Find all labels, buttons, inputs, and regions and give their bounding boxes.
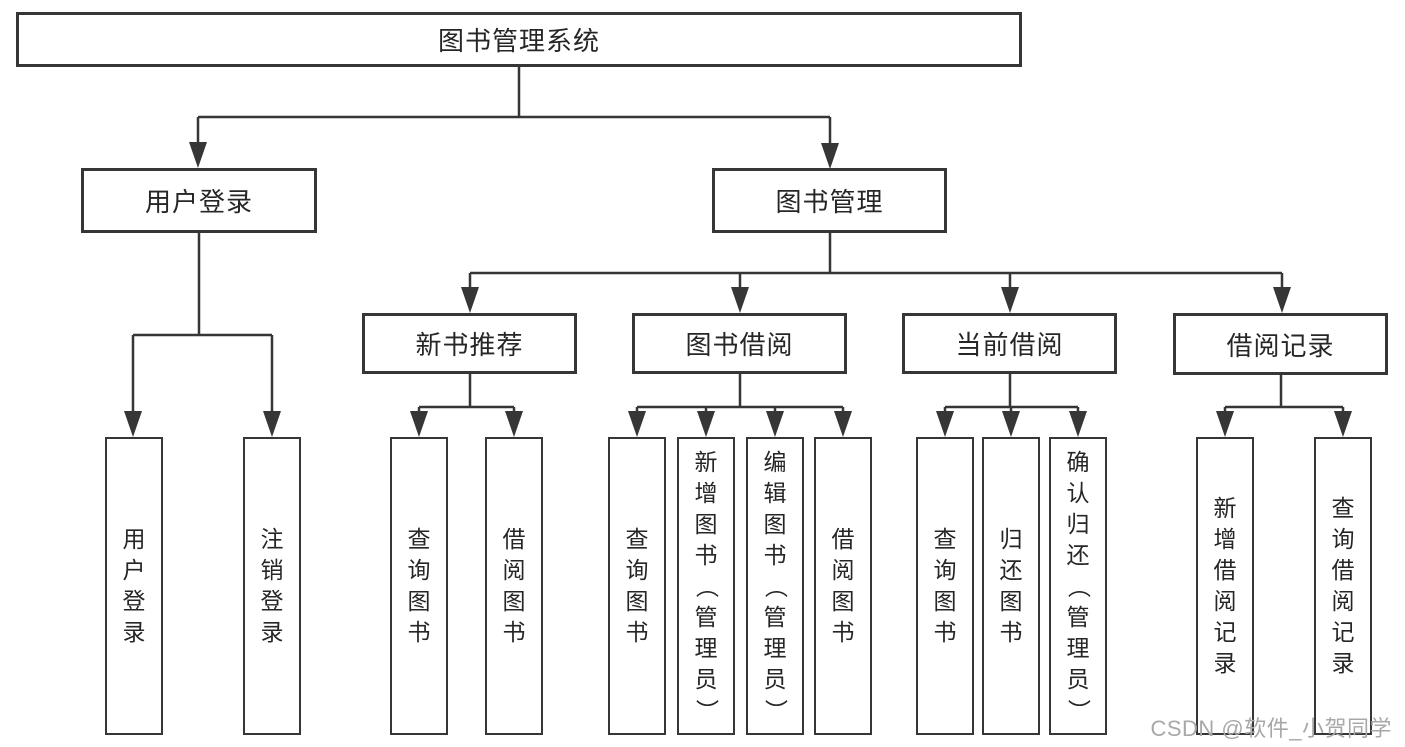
arrowhead [124, 411, 142, 437]
arrowhead [1002, 411, 1020, 437]
node-nbr-borrow-books-label: 借阅图书 [502, 526, 526, 645]
node-new-book-recommend: 新书推荐 [362, 313, 577, 374]
connector-book-mgmt-branch [468, 233, 1284, 288]
node-bb-borrow-books-label: 借阅图书 [831, 526, 855, 645]
node-logout-label: 注销登录 [260, 526, 284, 645]
connector-borrow-record-branch [1223, 374, 1345, 412]
node-cb-query-books: 查询图书 [916, 437, 974, 735]
node-login: 用户登录 [105, 437, 163, 735]
connector-book-borrow-branch [635, 374, 845, 412]
arrowhead [834, 411, 852, 437]
arrowhead [1001, 287, 1019, 313]
arrowheads [124, 142, 1352, 437]
connector-new-book-branch [417, 374, 516, 412]
arrowhead [628, 411, 646, 437]
node-book-borrow-label: 图书借阅 [685, 330, 794, 360]
node-root: 图书管理系统 [16, 12, 1022, 67]
node-nbr-borrow-books: 借阅图书 [485, 437, 543, 735]
node-current-borrow-label: 当前借阅 [955, 330, 1064, 360]
arrowhead [505, 411, 523, 437]
connector-current-borrow-branch [943, 374, 1080, 412]
node-current-borrow: 当前借阅 [902, 313, 1117, 374]
node-nbr-query-books: 查询图书 [390, 437, 448, 735]
connector-user-login-branch [131, 233, 274, 412]
node-cb-return-books-label: 归还图书 [999, 526, 1023, 645]
arrowhead [1334, 411, 1352, 437]
arrowhead [936, 411, 954, 437]
node-book-borrow: 图书借阅 [632, 313, 847, 374]
node-user-login-label: 用户登录 [144, 187, 253, 217]
node-user-login: 用户登录 [81, 168, 317, 233]
node-br-query-record-label: 查询借阅记录 [1331, 495, 1355, 676]
node-bb-query-books-label: 查询图书 [625, 526, 649, 645]
arrowhead [1069, 411, 1087, 437]
arrowhead [697, 411, 715, 437]
node-br-add-record: 新增借阅记录 [1196, 437, 1254, 735]
node-new-book-recommend-label: 新书推荐 [415, 330, 524, 360]
node-br-add-record-label: 新增借阅记录 [1213, 495, 1237, 676]
node-cb-query-books-label: 查询图书 [933, 526, 957, 645]
node-bb-add-books-admin-label: 新增图书（管理员） [693, 448, 720, 722]
node-logout: 注销登录 [243, 437, 301, 735]
csdn-watermark: CSDN @软件_小贺同学 [1150, 716, 1392, 741]
arrowhead [1216, 411, 1234, 437]
node-borrow-records-label: 借阅记录 [1226, 330, 1335, 361]
arrowhead [1273, 287, 1291, 313]
node-cb-confirm-return-admin: 确认归还（管理员） [1049, 437, 1107, 735]
node-cb-return-books: 归还图书 [982, 437, 1040, 735]
arrowhead [189, 142, 207, 168]
node-bb-edit-books-admin-label: 编辑图书（管理员） [762, 448, 789, 722]
node-bb-borrow-books: 借阅图书 [814, 437, 872, 735]
node-book-mgmt: 图书管理 [712, 168, 947, 233]
node-login-label: 用户登录 [122, 526, 146, 645]
node-bb-query-books: 查询图书 [608, 437, 666, 735]
node-bb-add-books-admin: 新增图书（管理员） [677, 437, 735, 735]
arrowhead [731, 287, 749, 313]
arrowhead [461, 287, 479, 313]
arrowhead [821, 143, 839, 169]
arrowhead [410, 411, 428, 437]
node-cb-confirm-return-admin-label: 确认归还（管理员） [1065, 448, 1092, 722]
arrowhead [766, 411, 784, 437]
node-nbr-query-books-label: 查询图书 [407, 526, 431, 645]
node-bb-edit-books-admin: 编辑图书（管理员） [746, 437, 804, 735]
node-br-query-record: 查询借阅记录 [1314, 437, 1372, 735]
node-root-label: 图书管理系统 [437, 26, 600, 56]
node-borrow-records: 借阅记录 [1173, 313, 1388, 375]
arrowhead [263, 411, 281, 437]
connector-root-to-level1 [196, 66, 832, 144]
node-book-mgmt-label: 图书管理 [775, 187, 884, 217]
